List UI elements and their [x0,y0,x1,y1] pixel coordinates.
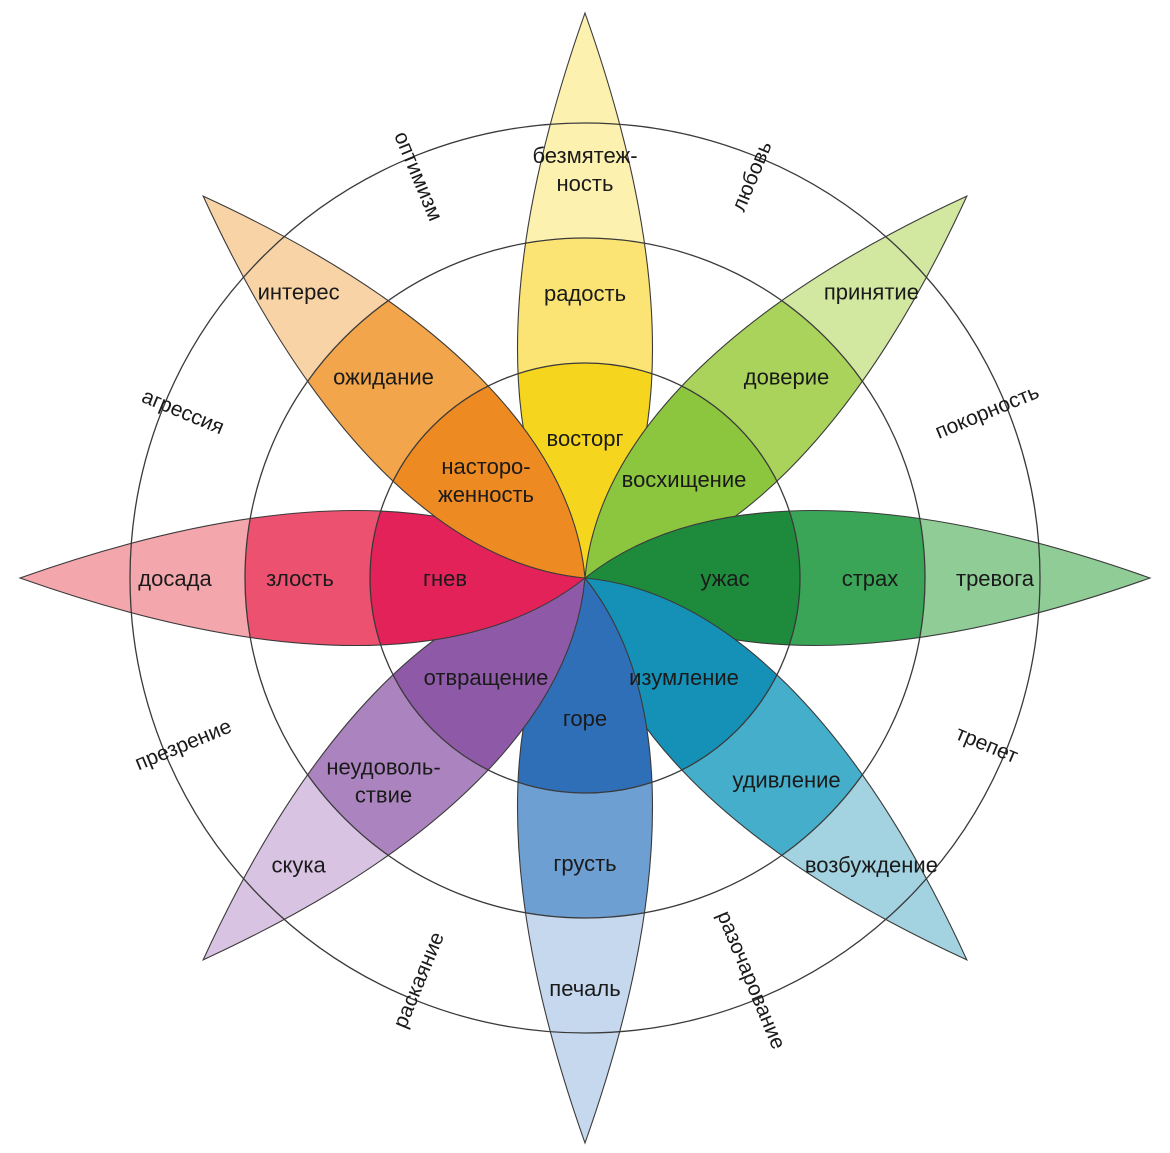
emotion-label: печаль [549,976,620,1001]
emotion-label: возбуждение [805,852,938,877]
emotion-label: удивление [732,768,840,793]
emotion-label: скука [271,852,326,877]
dyad-label: любовь [727,138,777,215]
emotion-label: изумление [629,665,739,690]
emotion-label: доверие [744,365,830,390]
petal-orange [202,195,586,579]
emotion-label: радость [544,281,626,306]
dyad-label: разочарование [712,908,790,1053]
emotion-label: гнев [423,566,467,591]
petal-inner-band [517,363,653,578]
petal-red [18,510,586,646]
emotion-label: злость [266,566,334,591]
emotion-label: грусть [553,851,616,876]
emotion-label: неудоволь-ствие [326,755,440,808]
petal-outline [202,195,586,579]
emotion-label: ожидание [333,365,434,390]
emotion-label: принятие [824,280,919,305]
petal-lightgreen [584,195,968,579]
dyad-label: оптимизм [389,128,446,224]
emotion-label: восхищение [622,467,747,492]
petal-blue [517,577,653,1145]
emotion-label: интерес [258,280,340,305]
emotion-label: тревога [956,566,1035,591]
petal-teal [584,577,968,961]
ring-outer [129,122,1041,1034]
petal-purple [202,577,586,961]
petal-inner-band [585,510,800,646]
ring-layer [129,122,1041,1034]
emotion-label: безмятеж-ность [532,143,637,196]
ring-middle [244,237,926,919]
dyad-label: покорность [932,380,1043,443]
emotion-label: насторо-женность [438,454,534,507]
dyad-label: трепет [952,722,1021,768]
petal-yellow [517,11,653,579]
dyad-label: презрение [132,715,235,775]
petal-inner-band [517,578,653,793]
emotion-label: страх [842,566,899,591]
dyad-label: агрессия [138,385,227,439]
emotion-label: горе [563,706,607,731]
petal-darkgreen [584,510,1152,646]
ring-inner [369,362,801,794]
emotion-label: досада [138,566,212,591]
petal-inner-band [370,510,585,646]
petal-layer [18,11,1152,1145]
emotion-label: ужас [700,566,749,591]
dyad-label: раскаяние [389,929,449,1032]
emotion-label: отвращение [424,665,549,690]
emotion-label: восторг [547,426,624,451]
